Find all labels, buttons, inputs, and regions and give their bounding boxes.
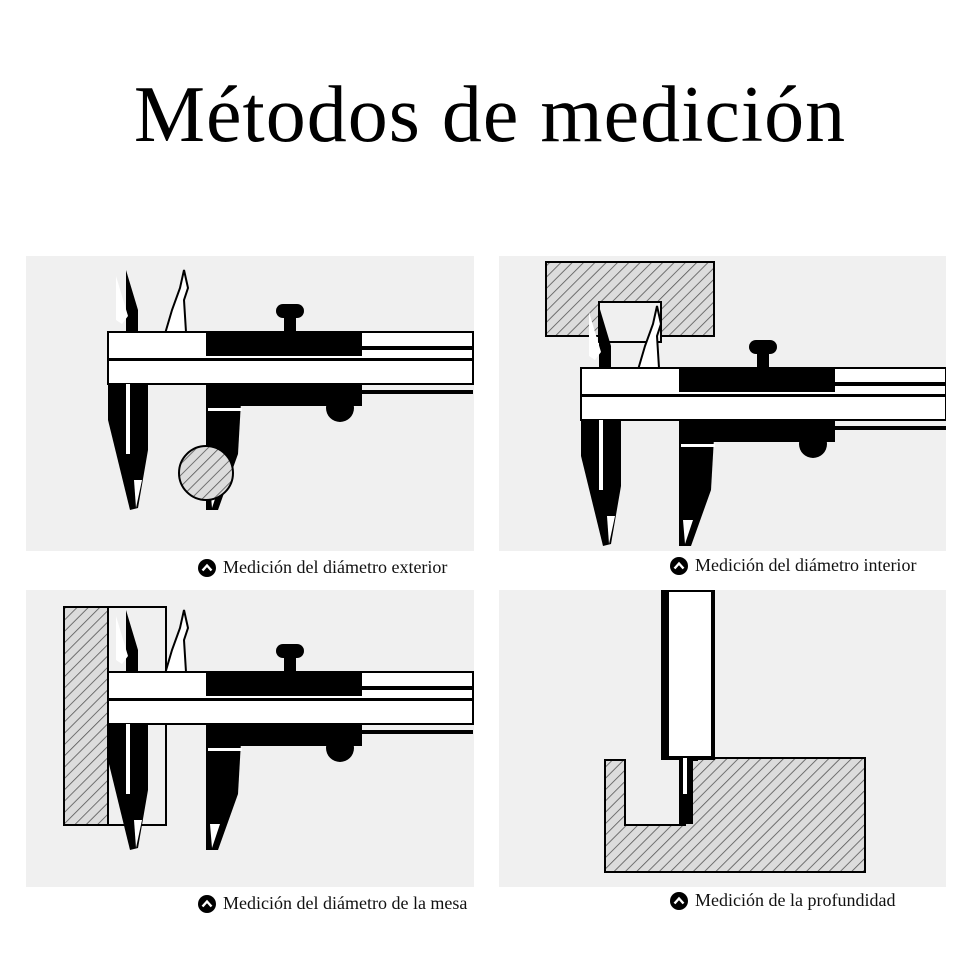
panel-depth — [499, 590, 946, 887]
page-title: Métodos de medición — [133, 71, 847, 159]
depth-measurement-illustration — [604, 590, 866, 873]
panel-interior-diameter — [499, 256, 946, 551]
chevron-up-circle-icon — [198, 894, 216, 913]
chevron-up-circle-icon — [670, 891, 688, 910]
caption-depth: Medición de la profundidad — [670, 890, 895, 911]
caption-depth-text: Medición de la profundidad — [695, 890, 896, 910]
panel-table-diameter — [26, 590, 474, 887]
panel-exterior-diameter — [26, 256, 474, 551]
caption-table-text: Medición del diámetro de la mesa — [223, 893, 468, 913]
caption-interior-text: Medición del diámetro interior — [695, 555, 917, 575]
caption-exterior: Medición del diámetro exterior — [198, 557, 447, 578]
chevron-up-circle-icon — [670, 556, 688, 575]
caption-exterior-text: Medición del diámetro exterior — [223, 557, 448, 577]
caption-table: Medición del diámetro de la mesa — [198, 893, 467, 914]
exterior-diameter-illustration — [106, 268, 474, 512]
chevron-up-circle-icon — [198, 558, 216, 577]
interior-diameter-illustration — [545, 261, 946, 548]
table-diameter-illustration — [63, 606, 474, 852]
caption-interior: Medición del diámetro interior — [670, 555, 916, 576]
